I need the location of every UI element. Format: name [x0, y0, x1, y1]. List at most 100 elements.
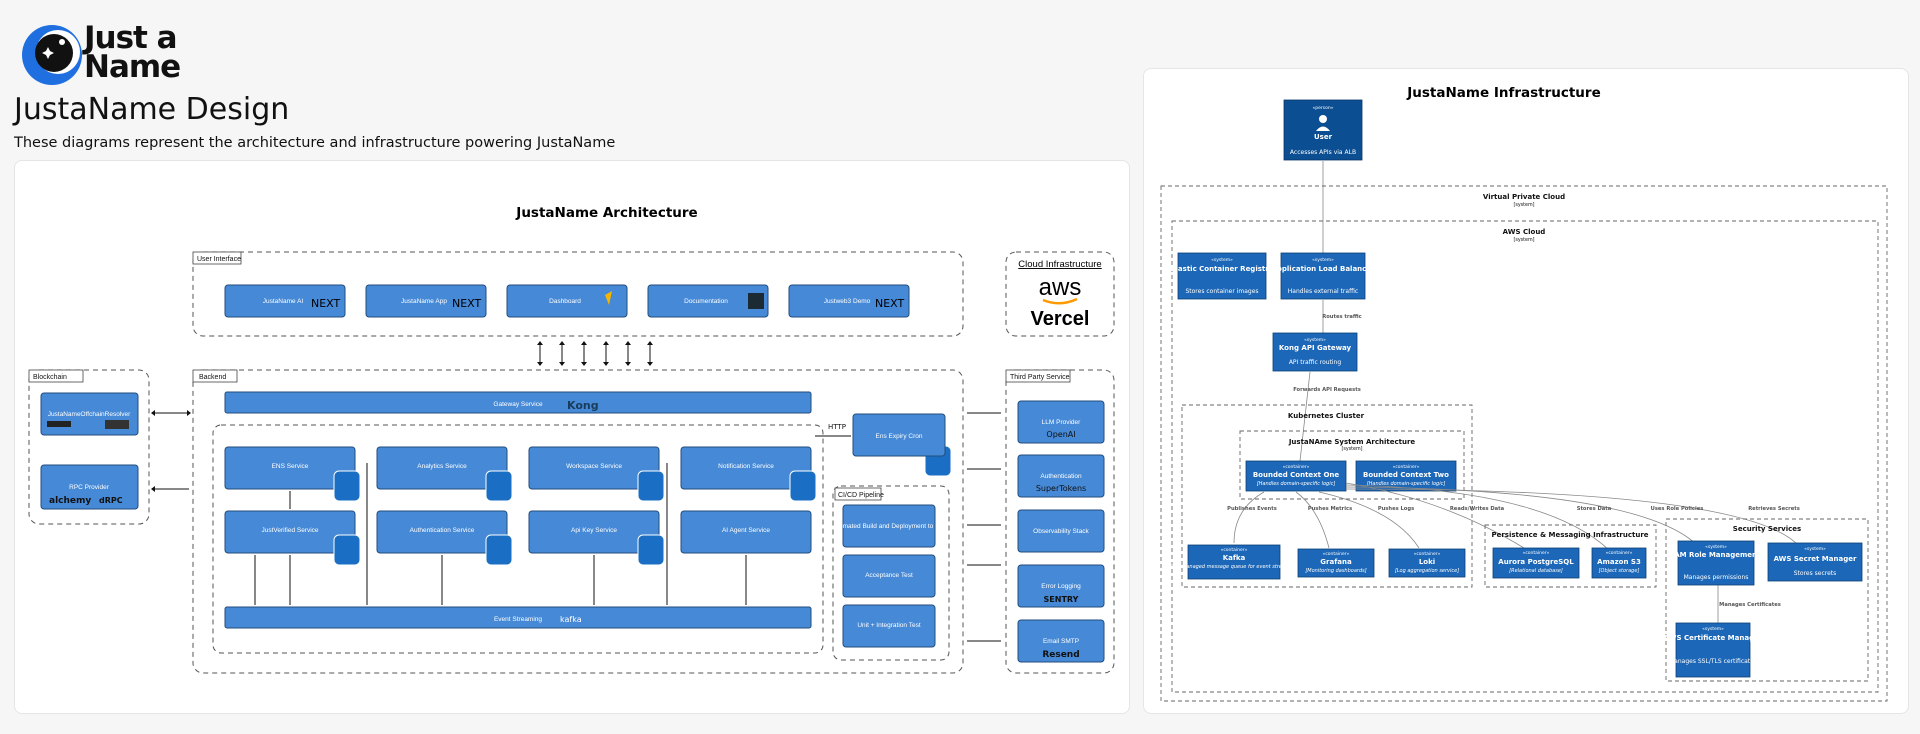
svg-text:Observability Stack: Observability Stack — [1033, 528, 1089, 535]
svg-text:[Relational database]: [Relational database] — [1509, 568, 1563, 574]
bounded-context-one: «container» Bounded Context One [Handles… — [1245, 460, 1347, 492]
svg-text:User: User — [1314, 133, 1333, 141]
kafka-logo: kafka — [560, 615, 582, 624]
svg-text:dRPC: dRPC — [99, 496, 123, 505]
svg-text:Kafka: Kafka — [1223, 554, 1246, 562]
svg-text:JustVerified Service: JustVerified Service — [261, 527, 318, 534]
blockchain-arrows — [153, 412, 189, 490]
svg-text:«container»: «container» — [1523, 550, 1550, 556]
svg-text:Justweb3 Demo: Justweb3 Demo — [824, 298, 871, 305]
user-interface-group: User Interface JustaName AI JustaName Ap… — [192, 251, 964, 337]
secret-manager-node: «system» AWS Secret Manager Stores secre… — [1767, 542, 1863, 582]
cloud-infrastructure-label: Cloud Infrastructure — [1018, 259, 1101, 270]
ecr-node: «system» Elastic Container Registry Stor… — [1171, 252, 1274, 300]
svg-text:JustaName AI: JustaName AI — [263, 298, 304, 305]
svg-text:«container»: «container» — [1283, 464, 1310, 470]
svg-text:AWS Certificate Manager: AWS Certificate Manager — [1664, 634, 1763, 642]
svg-text:OpenAI: OpenAI — [1046, 430, 1075, 439]
svg-text:Dashboard: Dashboard — [549, 298, 581, 305]
grafana-node: «container» Grafana [Monitoring dashboar… — [1297, 548, 1375, 578]
svg-text:CI/CD Pipeline: CI/CD Pipeline — [838, 492, 884, 499]
svg-text:Security Services: Security Services — [1733, 525, 1801, 533]
http-label: HTTP — [828, 423, 846, 431]
svg-text:Aurora PostgreSQL: Aurora PostgreSQL — [1498, 558, 1574, 566]
docs-logo-icon — [748, 293, 764, 309]
event-streaming: Event Streaming — [494, 616, 542, 623]
gateway-service: Gateway Service — [493, 401, 543, 408]
svg-text:Error Logging: Error Logging — [1041, 583, 1081, 590]
svg-text:«system»: «system» — [1211, 257, 1233, 263]
svg-text:«container»: «container» — [1414, 551, 1441, 557]
svg-text:IAM Role Management: IAM Role Management — [1672, 551, 1761, 559]
aws-logo: aws — [1039, 274, 1082, 301]
svg-text:[system]: [system] — [1513, 202, 1534, 208]
svg-text:JustaName App: JustaName App — [401, 298, 447, 305]
svg-text:Stores container images: Stores container images — [1185, 288, 1258, 295]
ui-backend-arrows — [537, 341, 653, 366]
certificate-manager-node: «system» AWS Certificate Manager Manages… — [1664, 622, 1763, 678]
ui-documentation: Documentation — [647, 284, 769, 318]
page-subtitle: These diagrams represent the architectur… — [14, 135, 616, 151]
aurora-node: «container» Aurora PostgreSQL [Relationa… — [1492, 547, 1580, 579]
svg-text:NEXT: NEXT — [875, 297, 905, 310]
svg-text:JustaNAme System Architecture: JustaNAme System Architecture — [1288, 438, 1416, 446]
svg-text:Automated Build and Deployment: Automated Build and Deployment to ECR — [829, 523, 949, 530]
svg-text:«container»: «container» — [1606, 550, 1633, 556]
aws-cloud-label: AWS Cloud — [1503, 228, 1546, 236]
kong-logo: Kong — [567, 399, 599, 412]
svg-text:«system»: «system» — [1312, 257, 1334, 263]
svg-text:Manages SSL/TLS certificates: Manages SSL/TLS certificates — [1669, 658, 1757, 665]
svg-text:AWS Secret Manager: AWS Secret Manager — [1774, 555, 1857, 563]
svg-text:Resend: Resend — [1042, 650, 1079, 660]
svg-text:LLM Provider: LLM Provider — [1042, 419, 1081, 426]
svg-text:NEXT: NEXT — [452, 297, 482, 310]
svg-text:[Handles domain-specific logic: [Handles domain-specific logic] — [1367, 481, 1446, 487]
kafka-node: «container» Kafka [Self-managed message … — [1168, 544, 1300, 580]
svg-text:Routes traffic: Routes traffic — [1322, 314, 1362, 320]
svg-text:ENS Service: ENS Service — [272, 463, 309, 470]
svg-text:Stores Data: Stores Data — [1577, 506, 1612, 512]
logo-mark-icon — [22, 25, 82, 85]
infrastructure-card: JustaName Infrastructure «person» User A… — [1143, 68, 1909, 714]
event-arrows — [254, 463, 747, 605]
svg-text:Analytics Service: Analytics Service — [417, 463, 467, 470]
svg-text:Third Party Service: Third Party Service — [1010, 374, 1070, 381]
svg-text:Authentication: Authentication — [1040, 473, 1082, 480]
vite-logo-icon — [605, 291, 612, 305]
service-row-1: ENS Service Analytics Service Workspace … — [224, 446, 812, 490]
page-title: JustaName Design — [14, 92, 290, 127]
svg-text:Unit + Integration Test: Unit + Integration Test — [857, 622, 920, 629]
svg-text:AI Agent Service: AI Agent Service — [722, 527, 770, 534]
svg-text:[Self-managed message queue fo: [Self-managed message queue for event st… — [1168, 564, 1299, 570]
svg-text:«container»: «container» — [1393, 464, 1420, 470]
svg-text:«system»: «system» — [1804, 546, 1826, 552]
kong-node: «system» Kong API Gateway API traffic ro… — [1272, 332, 1358, 372]
vpc-label: Virtual Private Cloud — [1483, 193, 1565, 201]
user-icon — [1319, 115, 1327, 123]
third-party-arrows — [967, 412, 1001, 642]
service-row-2: JustVerified Service Authentication Serv… — [224, 510, 812, 554]
svg-text:Forwards API Requests: Forwards API Requests — [1293, 387, 1361, 393]
svg-text:Persistence & Messaging Infras: Persistence & Messaging Infrastructure — [1491, 531, 1648, 539]
svg-text:Retrieves Secrets: Retrieves Secrets — [1748, 506, 1800, 512]
svg-text:alchemy: alchemy — [49, 496, 91, 506]
architecture-card: JustaName Architecture User Interface Ju… — [14, 160, 1130, 714]
s3-node: «container» Amazon S3 [Object storage] — [1591, 547, 1647, 579]
svg-text:Pushes Metrics: Pushes Metrics — [1308, 506, 1352, 512]
svg-text:«system»: «system» — [1304, 337, 1326, 343]
svg-text:Notification Service: Notification Service — [718, 463, 774, 470]
alb-node: «system» Application Load Balancer Handl… — [1271, 252, 1375, 300]
svg-text:SENTRY: SENTRY — [1044, 595, 1079, 604]
svg-text:[Object storage]: [Object storage] — [1599, 568, 1640, 574]
bounded-context-two: «container» Bounded Context Two [Handles… — [1355, 460, 1457, 492]
svg-text:Acceptance Test: Acceptance Test — [865, 572, 913, 579]
infrastructure-diagram: JustaName Infrastructure «person» User A… — [1160, 85, 1888, 702]
logo-wordmark: Just a Name — [84, 20, 181, 85]
user-node: «person» User Accesses APIs via ALB — [1283, 99, 1363, 161]
blockchain-group: Blockchain JustaNameOffchainResolver RPC… — [28, 369, 150, 525]
ens-expiry-cron: Ens Expiry Cron — [876, 433, 923, 440]
svg-text:[system]: [system] — [1341, 446, 1362, 452]
infrastructure-title: JustaName Infrastructure — [1406, 85, 1600, 101]
svg-text:Manages Certificates: Manages Certificates — [1719, 602, 1781, 608]
